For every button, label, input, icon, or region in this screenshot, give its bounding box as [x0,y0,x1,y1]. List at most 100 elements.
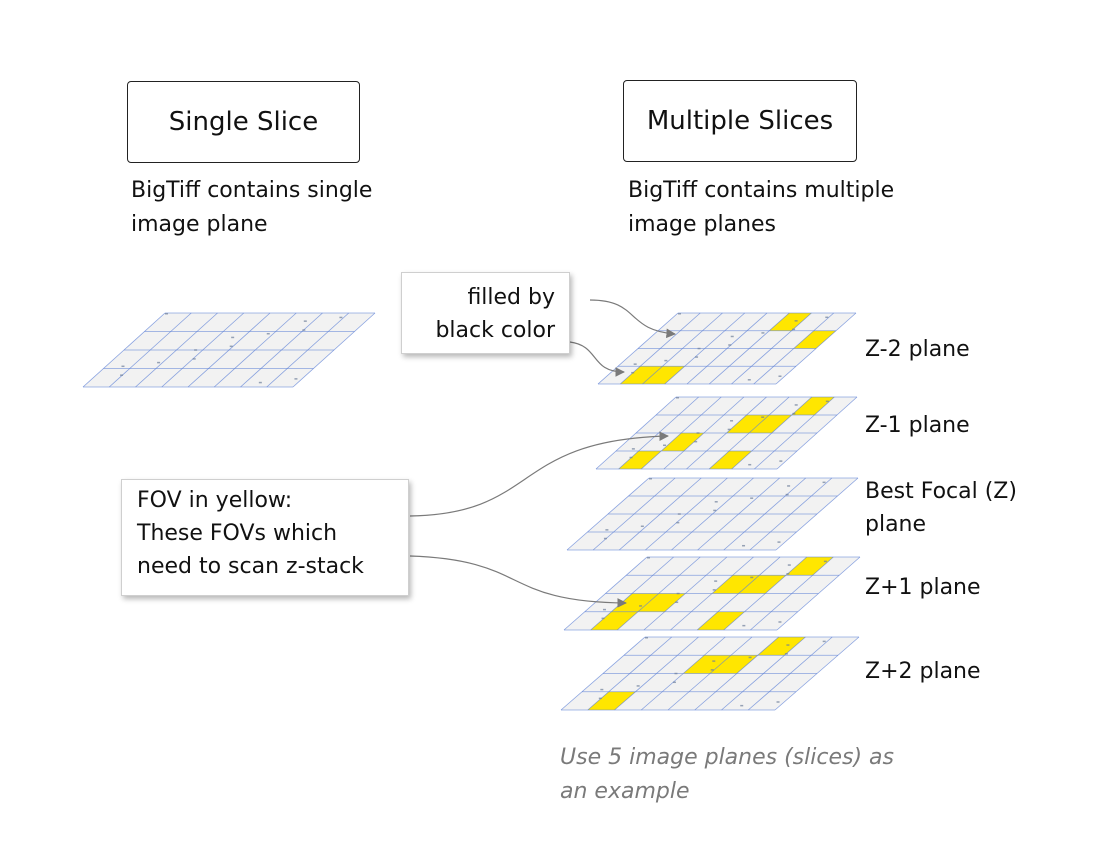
plane-z-1-speck [631,448,635,450]
plane-z-2-fov-cell [620,366,663,384]
plane-z-2-speck [678,313,681,315]
plane-best-focal-speck [714,501,718,503]
arrow-black-fill-to-z-2-left [569,341,625,377]
plane-z+2-speck [674,672,678,675]
plane-z-1-fov-cell [749,415,792,433]
single-plane-speck [294,378,298,380]
fov-line-1: FOV in yellow: [137,488,293,513]
plane-z+1-speck [601,617,605,620]
single-plane-speck [258,381,262,384]
plane-z-1-speck [825,400,829,403]
plane-label-z+1-line-1: Z+1 plane [865,575,981,600]
fov-line-3: need to scan z-stack [137,554,364,579]
plane-z-2 [597,312,857,385]
plane-z+2-fov-cell [587,691,636,710]
plane-z-1-speck [748,463,752,466]
plane-z+2-speck [636,685,640,687]
single-slice-description: BigTiff contains single image plane [131,174,372,242]
plane-z-2-fov-cell [769,313,812,331]
plane-z+2-fov-cell [710,655,758,674]
single-slice-title: Single Slice [168,107,319,137]
plane-z-1-speck [629,456,633,459]
plane-z-2-speck [728,344,732,346]
plane-z-1-speck [663,444,667,447]
single-plane-speck [192,358,196,360]
plane-z-1 [595,396,858,470]
plane-z+1-speck [787,564,791,566]
plane-z+2-speck [712,660,716,662]
plane-best-focal-speck [742,544,746,547]
plane-z+1-fov-cell [590,611,638,630]
plane-z+1-speck [602,608,606,611]
plane-z-1-speck [794,404,798,406]
fov-line-2: These FOVs which [137,521,338,546]
plane-z+2-speck [748,656,752,659]
plane-z-2-fov-cell [793,330,836,349]
plane-best-focal-speck [713,509,717,512]
single-plane-speck [194,349,198,351]
plane-z+1-speck [647,557,650,559]
single-desc-line-1: BigTiff contains single [131,178,373,203]
plane-z-2-fov-cell [642,366,685,384]
plane-z+2-speck [784,653,788,655]
plane-z+2-speck [776,701,780,703]
plane-z+1-fov-cell [712,575,760,594]
callout-arrows [409,299,676,608]
single-plane-speck [120,374,124,376]
plane-z-2-speck [697,347,701,350]
plane-z-2-speck [792,328,796,331]
plane-z-1-fov-cell [618,451,662,469]
plane-z-2-speck [730,335,734,338]
plane-z+1-speck [750,576,754,579]
plane-z+1-fov-cell [786,557,834,576]
plane-best-focal-speck [640,525,644,528]
plane-best-focal-speck [649,478,652,480]
single-plane-speck [229,345,233,348]
plane-z-1-fov-cell [726,415,770,433]
plane-label-z+1: Z+1 plane [865,571,981,604]
plane-z+2-speck [598,697,602,700]
multiple-slices-description: BigTiff contains multiple image planes [628,174,894,242]
plane-z-1-fov-cell [709,451,752,469]
black-fill-line-1: filled by [467,285,555,310]
plane-z+2 [560,636,860,711]
plane-z-1-speck [727,428,731,431]
plane-best-focal-speck [750,497,754,499]
plane-z-2-speck [633,363,637,365]
footnote-line-2: an example [560,779,690,804]
plane-z+1-speck [676,592,680,595]
plane-z+1-fov-cell [697,611,745,630]
plane-z+2-speck [672,681,676,684]
single-plane-speck [165,313,168,315]
arrow-black-fill-to-z-2-top [589,299,676,339]
single-plane-speck [157,361,161,364]
single-slice-title-box: Single Slice [127,81,360,163]
plane-z-1-speck [792,412,796,415]
plane-z-2-speck [761,332,765,334]
plane-z+1-fov-cell [738,575,786,594]
multiple-desc-line-1: BigTiff contains multiple [628,178,895,203]
plane-best-focal-speck [785,493,789,496]
plane-z+1-speck [639,605,643,607]
single-plane [82,312,376,388]
plane-z-2-speck [695,356,699,358]
multiple-desc-line-2: image planes [628,212,777,237]
plane-z+1-speck [823,560,827,563]
plane-label-z+2-line-1: Z+2 plane [865,659,981,684]
plane-best-focal-speck [822,481,826,484]
plane-label-z+2: Z+2 plane [865,655,981,688]
plane-z-1-fov-cell [661,433,704,451]
plane-label-z-2: Z-2 plane [865,333,970,366]
plane-z+2-speck [645,637,648,639]
plane-z+2-speck [600,688,604,691]
plane-best-focal-speck [676,521,680,524]
plane-z+1-speck [742,624,746,627]
plane-z+1-speck [714,580,718,582]
plane-label-best-focal-line-2: plane [865,512,927,537]
single-desc-line-2: image plane [131,212,268,237]
plane-label-z-1: Z-1 plane [865,409,970,442]
plane-z+1-speck [712,589,716,591]
plane-z-2-speck [664,359,668,362]
plane-z-1-speck [730,420,734,422]
